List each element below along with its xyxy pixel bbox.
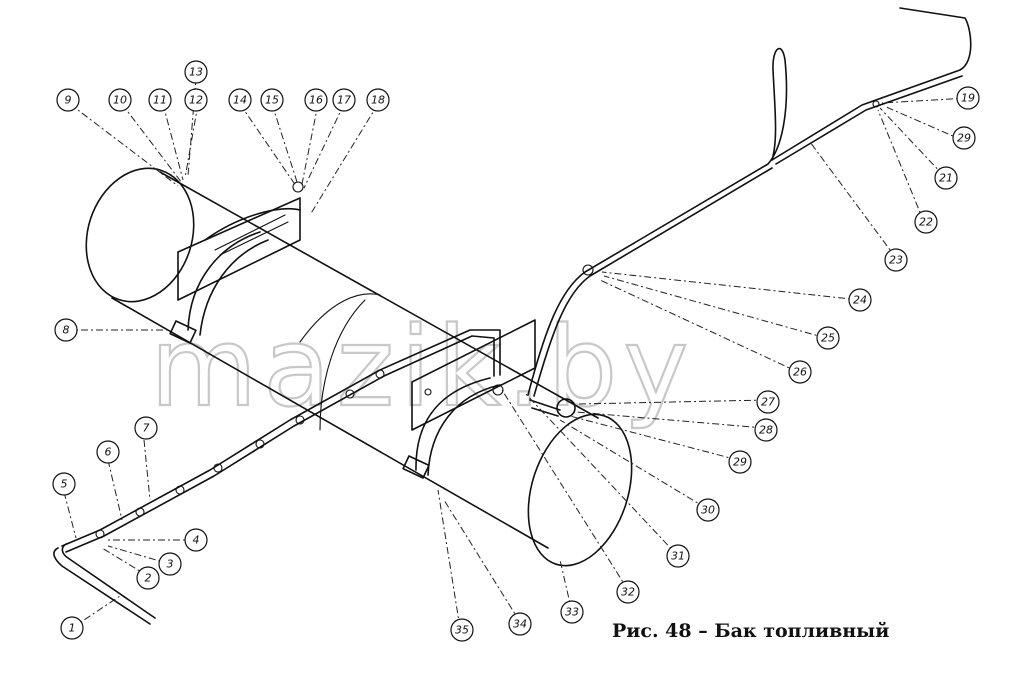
- watermark: mazik.by: [150, 303, 694, 431]
- callout-label: 1: [69, 622, 76, 635]
- callout-19: 19: [956, 86, 980, 110]
- callout-23: 23: [884, 248, 908, 272]
- callout-label: 7: [143, 422, 150, 435]
- callout-7: 7: [134, 416, 158, 440]
- callout-label: 22: [919, 216, 933, 229]
- callout-28: 28: [754, 418, 778, 442]
- callout-label: 9: [65, 94, 72, 107]
- rear-bracket: [169, 181, 304, 344]
- leader-lines: [63, 77, 969, 629]
- callout-label: 19: [961, 92, 975, 105]
- figure-caption: Рис. 48 – Бак топливный: [612, 620, 890, 642]
- callout-24: 24: [848, 288, 872, 312]
- callout-13: 13: [184, 60, 208, 84]
- callout-16: 16: [304, 88, 328, 112]
- callout-29: 29: [952, 126, 976, 150]
- callout-14: 14: [228, 88, 252, 112]
- callout-label: 30: [701, 504, 715, 517]
- callout-4: 4: [184, 528, 208, 552]
- callout-33: 33: [560, 600, 584, 624]
- callout-label: 10: [113, 94, 127, 107]
- callout-label: 16: [309, 94, 323, 107]
- callout-5: 5: [52, 472, 76, 496]
- callout-35: 35: [450, 618, 474, 642]
- callout-label: 34: [513, 618, 527, 631]
- callout-22: 22: [914, 210, 938, 234]
- callout-25: 25: [816, 326, 840, 350]
- callout-label: 11: [153, 94, 167, 107]
- callout-label: 33: [565, 606, 579, 619]
- callout-label: 3: [167, 558, 174, 571]
- callout-label: 15: [265, 94, 279, 107]
- callout-31: 31: [666, 544, 690, 568]
- callout-32: 32: [616, 580, 640, 604]
- callout-1: 1: [60, 616, 84, 640]
- callout-label: 17: [337, 94, 351, 107]
- callout-label: 14: [233, 94, 247, 107]
- callout-26: 26: [788, 360, 812, 384]
- callout-label: 29: [957, 132, 971, 145]
- line-clamps: [95, 369, 385, 539]
- callout-label: 21: [939, 172, 953, 185]
- callout-label: 12: [189, 94, 203, 107]
- callout-label: 6: [105, 446, 112, 459]
- callout-label: 35: [455, 624, 469, 637]
- callout-label: 4: [193, 534, 200, 547]
- callout-label: 28: [759, 424, 773, 437]
- callout-label: 2: [145, 572, 152, 585]
- callout-label: 5: [61, 478, 68, 491]
- callout-17: 17: [332, 88, 356, 112]
- vent-pipe: [527, 7, 972, 397]
- callout-10: 10: [108, 88, 132, 112]
- callout-label: 18: [371, 94, 385, 107]
- callout-label: 13: [189, 66, 203, 79]
- callout-label: 24: [853, 294, 867, 307]
- callout-21: 21: [934, 166, 958, 190]
- callout-label: 26: [793, 366, 807, 379]
- callout-9: 9: [56, 88, 80, 112]
- callout-label: 8: [63, 324, 70, 337]
- callout-34: 34: [508, 612, 532, 636]
- callout-8: 8: [54, 318, 78, 342]
- callout-18: 18: [366, 88, 390, 112]
- callout-6: 6: [96, 440, 120, 464]
- callout-label: 29: [733, 456, 747, 469]
- fuel-line: [53, 329, 501, 625]
- callout-label: 25: [821, 332, 835, 345]
- callout-11: 11: [148, 88, 172, 112]
- callout-29: 29: [728, 450, 752, 474]
- callout-3: 3: [158, 552, 182, 576]
- callout-12: 12: [184, 88, 208, 112]
- callout-30: 30: [696, 498, 720, 522]
- callout-27: 27: [756, 390, 780, 414]
- callout-label: 32: [621, 586, 635, 599]
- fuel-gauge-sender: [529, 398, 576, 418]
- callout-2: 2: [136, 566, 160, 590]
- callout-label: 31: [671, 550, 685, 563]
- callout-label: 27: [761, 396, 775, 409]
- callout-label: 23: [889, 254, 903, 267]
- callout-15: 15: [260, 88, 284, 112]
